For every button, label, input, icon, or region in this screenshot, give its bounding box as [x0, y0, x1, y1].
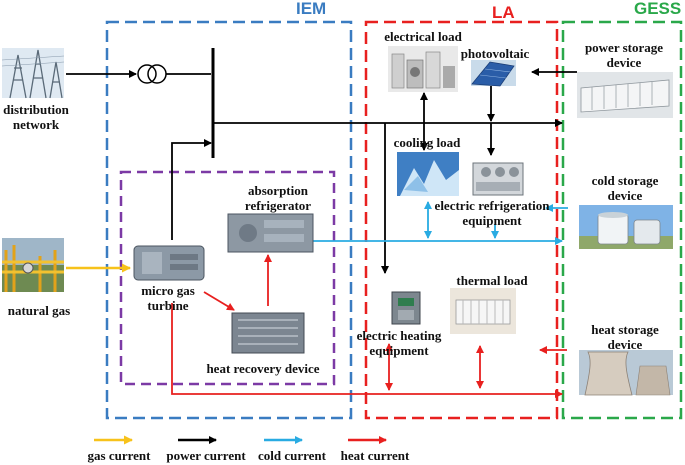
heat-recovery-device-icon: [231, 312, 305, 354]
electrical-load-label: electrical load: [384, 29, 462, 44]
cooling-load-icon: [397, 152, 459, 196]
electric-refrigeration-equipment-label: electric refrigeration equipment: [434, 198, 550, 228]
absorption-refrigerator-icon: [227, 213, 314, 253]
heat-storage-device-label: heat storage device: [591, 322, 659, 352]
electric-refrigeration-equipment-icon: [472, 162, 524, 196]
heat-storage-device-icon: [579, 350, 673, 396]
micro-gas-turbine-label: micro gas turbine: [141, 283, 195, 313]
legend-power-label: power current: [166, 448, 246, 463]
iem-region-title: IEM: [296, 0, 327, 18]
la-region-title: LA: [492, 3, 515, 22]
photovoltaic-label: photovoltaic: [460, 46, 530, 61]
electric-heating-equipment-label: electric heating equipment: [356, 328, 442, 358]
micro-gas-turbine-icon: [133, 245, 205, 281]
distribution-network-icon: [1, 48, 65, 99]
electrical-load-icon: [388, 46, 458, 92]
la-region-border: [364, 20, 559, 420]
cold-storage-device-icon: [579, 205, 673, 249]
power-current-lines: [66, 68, 577, 274]
iem-region-border: [105, 20, 353, 420]
natural-gas-label: natural gas: [7, 303, 71, 318]
cooling-load-label: cooling load: [393, 135, 461, 150]
legend-cold-label: cold current: [258, 448, 326, 463]
electric-heating-equipment-icon: [391, 291, 421, 325]
transformer-icon: [137, 64, 167, 84]
thermal-load-label: thermal load: [456, 273, 528, 288]
natural-gas-icon: [2, 238, 64, 292]
gess-region-border: [561, 20, 683, 420]
power-storage-device-icon: [577, 72, 673, 118]
cold-storage-device-label: cold storage device: [591, 173, 659, 203]
heat-recovery-device-label: heat recovery device: [206, 361, 320, 376]
absorption-refrigerator-label: absorption refrigerator: [244, 183, 312, 213]
power-storage-device-label: power storage device: [584, 40, 664, 70]
cold-current-lines: [313, 201, 568, 245]
thermal-load-icon: [450, 288, 516, 334]
legend-gas-label: gas current: [87, 448, 151, 463]
gas-turbine-subsystem-border: [119, 170, 336, 386]
heat-current-lines: [171, 254, 567, 398]
gess-region-title: GESS: [634, 0, 682, 18]
legend-heat-label: heat current: [340, 448, 410, 463]
distribution-network-label: distribution network: [3, 102, 69, 132]
photovoltaic-icon: [471, 60, 516, 87]
